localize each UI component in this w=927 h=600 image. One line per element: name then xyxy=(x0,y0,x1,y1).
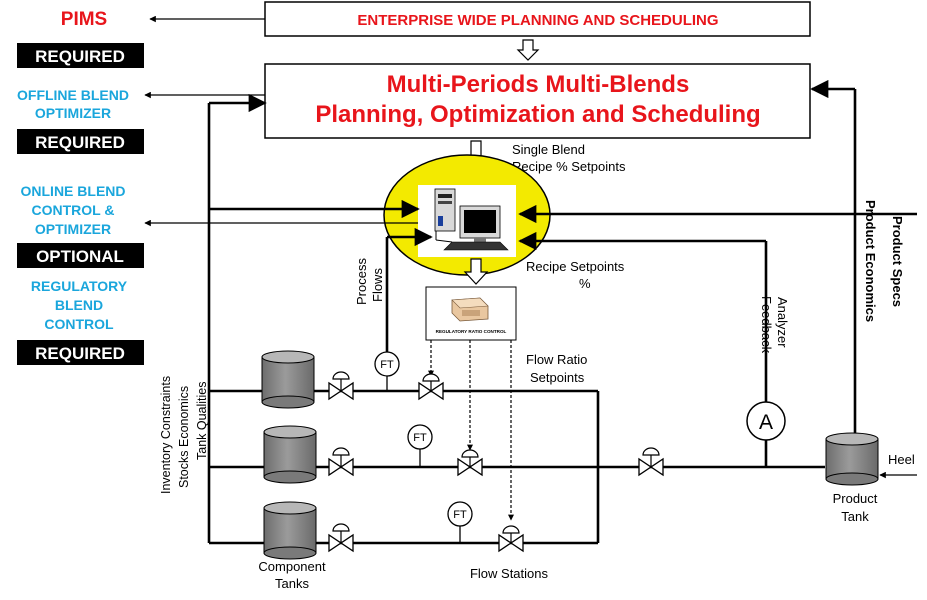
flow-ratio-label-2: Setpoints xyxy=(530,370,585,385)
required-badge-3-text: REQUIRED xyxy=(35,344,125,363)
multi-period-planning-box: Multi-Periods Multi-Blends Planning, Opt… xyxy=(264,63,811,139)
enterprise-planning-box: ENTERPRISE WIDE PLANNING AND SCHEDULING xyxy=(264,1,811,37)
recipe-setpoints-label-2: % xyxy=(579,276,591,291)
controller-icon xyxy=(451,297,489,322)
required-badge-2: REQUIRED xyxy=(17,129,144,154)
online-control-label-3: OPTIMIZER xyxy=(35,221,111,237)
control-valve-3 xyxy=(498,525,524,553)
offline-optimizer-label-1: OFFLINE BLEND xyxy=(17,87,129,103)
product-specs-label: Product Specs xyxy=(890,216,905,307)
flows-label: Flows xyxy=(370,268,385,302)
process-label: Process xyxy=(354,258,369,305)
component-tank-2 xyxy=(263,425,317,484)
single-blend-label-2: Recipe % Setpoints xyxy=(512,159,626,174)
hollow-down-arrow-3 xyxy=(463,258,489,285)
regulatory-control-label-3: CONTROL xyxy=(44,316,114,332)
component-tank-1 xyxy=(261,350,315,409)
required-badge-1: REQUIRED xyxy=(17,43,144,68)
regulatory-control-label-1: REGULATORY xyxy=(31,278,128,294)
multi-period-line-2: Planning, Optimization and Scheduling xyxy=(315,101,760,128)
required-badge-1-text: REQUIRED xyxy=(35,47,125,66)
flow-transmitter-3-text: FT xyxy=(453,509,467,521)
manual-valve-product-line xyxy=(638,447,664,477)
single-blend-label-1: Single Blend xyxy=(512,142,585,157)
required-badge-2-text: REQUIRED xyxy=(35,133,125,152)
pims-label: PIMS xyxy=(61,9,107,30)
flow-transmitter-2-text: FT xyxy=(413,432,427,444)
regulatory-ratio-control-box: REGULATORY RATIO CONTROL xyxy=(425,286,517,341)
hollow-down-arrow-1 xyxy=(516,39,540,61)
analyzer-text: A xyxy=(759,411,773,434)
multi-period-line-1: Multi-Periods Multi-Blends xyxy=(387,71,690,98)
recipe-setpoints-label-1: Recipe Setpoints xyxy=(526,259,625,274)
control-valve-2 xyxy=(457,449,483,477)
online-control-label-2: CONTROL & xyxy=(32,202,115,218)
offline-optimizer-label-2: OPTIMIZER xyxy=(35,105,111,121)
enterprise-planning-text: ENTERPRISE WIDE PLANNING AND SCHEDULING xyxy=(357,12,718,29)
flow-ratio-label-1: Flow Ratio xyxy=(526,352,587,367)
product-tank xyxy=(825,432,879,486)
heel-label: Heel xyxy=(888,452,915,467)
component-tank-3 xyxy=(263,501,317,560)
online-control-label-1: ONLINE BLEND xyxy=(21,183,126,199)
regulatory-ratio-control-text: REGULATORY RATIO CONTROL xyxy=(436,329,507,334)
flow-transmitter-1: FT xyxy=(374,351,400,391)
manual-valve-3 xyxy=(328,523,354,553)
analyzer-label: Analyzer xyxy=(775,297,790,348)
computer-icon xyxy=(434,188,509,251)
flow-transmitter-3: FT xyxy=(447,501,473,543)
stocks-economics-label: Stocks Economics xyxy=(177,386,191,488)
manual-valve-2 xyxy=(328,447,354,477)
inventory-constraints-label: Inventory Constraints xyxy=(159,376,173,494)
product-tank-label-1: Product xyxy=(833,491,878,506)
regulatory-control-label-2: BLEND xyxy=(55,297,103,313)
required-badge-3: REQUIRED xyxy=(17,340,144,365)
analyzer-instrument: A xyxy=(746,401,786,441)
component-tanks-label-1: Component xyxy=(258,559,326,574)
feedback-label: Feedback xyxy=(759,296,774,354)
tank-qualities-label: Tank Qualities xyxy=(195,381,209,460)
product-economics-label: Product Economics xyxy=(863,200,878,322)
flow-transmitter-2: FT xyxy=(407,424,433,467)
optional-badge-text: OPTIONAL xyxy=(36,247,124,266)
optional-badge: OPTIONAL xyxy=(17,243,144,268)
product-tank-label-2: Tank xyxy=(841,509,869,524)
component-tanks-label-2: Tanks xyxy=(275,576,309,591)
flow-transmitter-1-text: FT xyxy=(380,359,394,371)
control-valve-1 xyxy=(418,373,444,401)
manual-valve-1 xyxy=(328,371,354,401)
flow-stations-label: Flow Stations xyxy=(470,566,549,581)
